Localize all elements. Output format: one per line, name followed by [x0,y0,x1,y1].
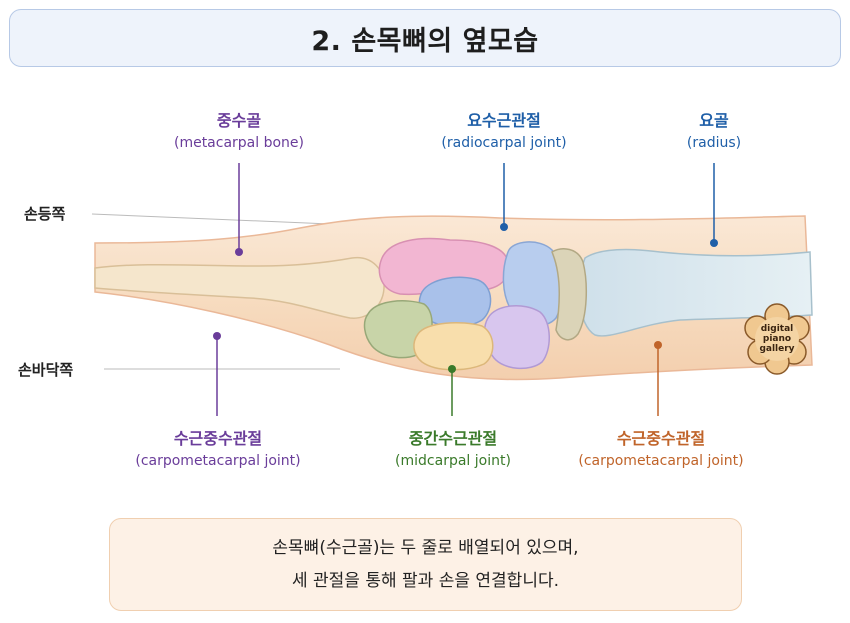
metacarpal-label-ko: 중수골 [216,111,262,130]
dorsal-leader-line [91,213,331,225]
cmc-right-callout-dot [654,341,662,349]
midcarpal-label-en: (midcarpal joint) [395,453,511,469]
metacarpal-label: 중수골 (metacarpal bone) [174,107,304,151]
caption-box: 손목뼈(수근골)는 두 줄로 배열되어 있으며, 세 관절을 통해 팔과 손을 … [109,518,742,611]
carpal-bone-lavender [483,305,550,370]
cmc-right-label: 수근중수관절 (carpometacarpal joint) [578,425,743,469]
radius-callout-dot [710,239,718,247]
flower-logo-icon [744,303,810,375]
midcarpal-label: 중간수근관절 (midcarpal joint) [395,425,511,469]
metacarpal-bone-shape [94,256,385,319]
metacarpal-label-en: (metacarpal bone) [173,135,305,151]
radius-label-en: (radius) [686,135,742,151]
palmar-side-label: 손바닥쪽 [18,361,74,379]
radiocarpal-callout-dot [500,223,508,231]
caption-line-2: 세 관절을 통해 팔과 손을 연결합니다. [291,570,560,591]
radius-label: 요골 (radius) [687,107,741,151]
cmc-right-label-ko: 수근중수관절 [616,429,706,448]
cmc-left-label-en: (carpometacarpal joint) [135,453,301,469]
logo-line-1: digital [760,324,794,334]
radiocarpal-label: 요수근관절 (radiocarpal joint) [441,107,566,151]
cmc-right-label-en: (carpometacarpal joint) [578,453,744,469]
gallery-logo: digital piano gallery [741,303,813,375]
cmc-left-callout-dot [213,332,221,340]
title-box: 2. 손목뼈의 옆모습 [9,9,841,67]
dorsal-side-label: 손등쪽 [24,205,66,223]
caption-line-1: 손목뼈(수근골)는 두 줄로 배열되어 있으며, [272,537,579,558]
midcarpal-callout-dot [448,365,456,373]
cmc-left-label-ko: 수근중수관절 [173,429,263,448]
midcarpal-label-ko: 중간수근관절 [408,429,498,448]
metacarpal-callout-dot [235,248,243,256]
logo-text: digital piano gallery [741,324,813,354]
carpal-bone-yellow [413,321,494,371]
radius-label-ko: 요골 [699,111,729,130]
logo-line-3: gallery [759,344,795,354]
logo-line-2: piano [762,334,792,344]
radiocarpal-label-ko: 요수근관절 [467,111,541,130]
page-title: 2. 손목뼈의 옆모습 [311,25,539,57]
cmc-left-label: 수근중수관절 (carpometacarpal joint) [135,425,300,469]
carpal-bone-tan [551,248,588,341]
carpal-bone-blue-lunate [502,241,564,326]
radiocarpal-label-en: (radiocarpal joint) [441,135,567,151]
